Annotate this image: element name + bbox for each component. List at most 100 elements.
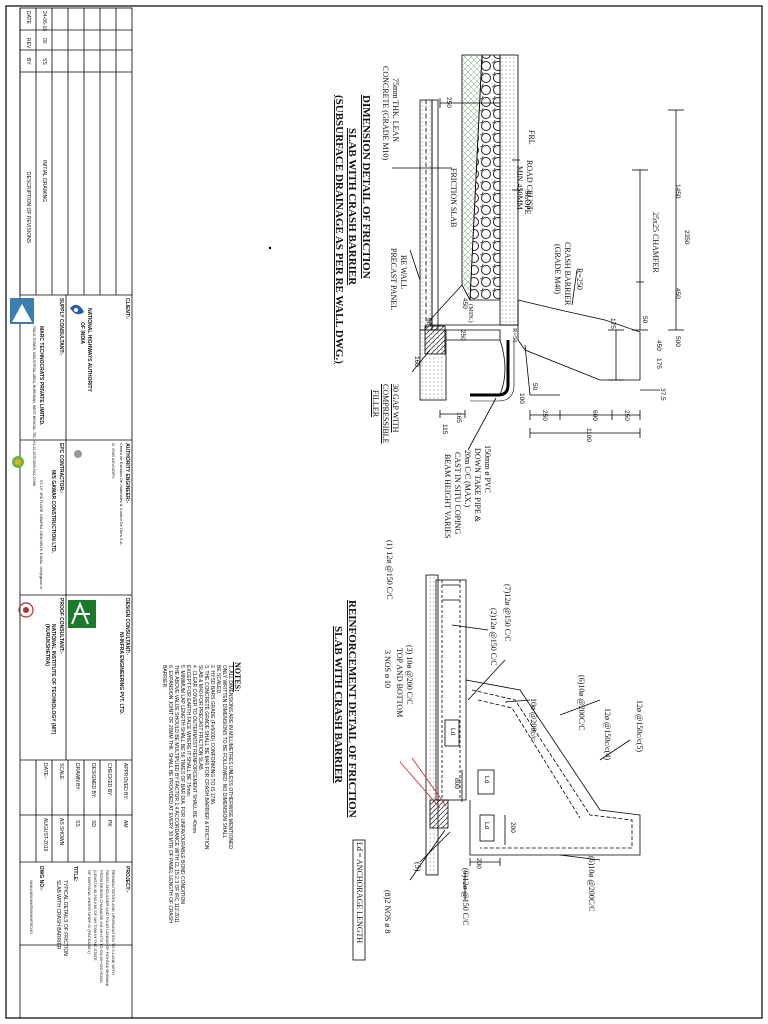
date-label: DATE:- bbox=[42, 763, 48, 780]
bar-7-label: (7)12ø @150 C/C bbox=[503, 584, 512, 642]
client-name-wrap: NATIONAL HIGHWAYS AUTHORITY bbox=[86, 308, 92, 392]
dimension-detail-drawing bbox=[392, 54, 684, 451]
supply-label-wrap: SUPPLY CONSULTANT:- bbox=[58, 298, 64, 355]
notes-block: NOTES: bbox=[233, 662, 242, 692]
epc-label-wrap: EPC CONTRACTOR:- bbox=[58, 443, 64, 493]
title-2-wrap: SLAB WITH CRASH BARRIER bbox=[55, 880, 61, 949]
supply-addr: ITALIA TOWER, INDUSTRIAL AREA, BURDWAN, … bbox=[32, 326, 36, 487]
bar-9-wrap: (9)12ø @150 C/C bbox=[461, 868, 470, 926]
nit-logo bbox=[18, 602, 34, 618]
dim-115-wrap: 115 bbox=[441, 424, 448, 435]
checked-label-wrap: CHECKED BY: bbox=[106, 763, 112, 797]
reinf-dim-200-b-wrap: 200 bbox=[475, 858, 482, 869]
dim-600-wrap: 600 bbox=[591, 410, 598, 421]
label-gap-1: 30 GAP WITH bbox=[391, 384, 400, 433]
note-line: 4. CLEAR COVER TO OUTERMOST REINFORCEMEN… bbox=[191, 665, 197, 834]
designed-val: SD bbox=[90, 820, 96, 827]
bar-5-label: 12ø @150c/c(5) bbox=[635, 700, 644, 753]
dim-100: 100 bbox=[518, 393, 525, 404]
drawn-val: SS bbox=[74, 820, 80, 827]
note-line: THE ABOVE VALUE SHOULD BE MULTIPLIED BY … bbox=[173, 665, 179, 923]
bar-5-wrap: 12ø @150c/c(5) bbox=[635, 700, 644, 752]
scale-label: SCALE: bbox=[58, 763, 64, 781]
approved-val-wrap: AM bbox=[122, 820, 128, 828]
rev-row-desc: INITIAL DRAWING bbox=[41, 160, 47, 203]
reinf-dim-800-wrap: 800 bbox=[453, 778, 460, 789]
proof-1-wrap: NATIONAL INSTITUTE OF TECHNOLOGY (NIT) bbox=[50, 624, 56, 734]
label-pipe-1-wrap: 150mm ø PVC bbox=[483, 445, 492, 493]
dim-1450-wrap: 1450 bbox=[674, 184, 681, 198]
supply-label: SUPPLY CONSULTANT:- bbox=[58, 298, 64, 356]
ld-box-2-wrap: Ld bbox=[483, 776, 490, 784]
dim-600: 600 bbox=[591, 410, 598, 421]
dim-115: 115 bbox=[441, 424, 448, 435]
dim-160-wrap: 160 bbox=[413, 356, 420, 367]
dwg-label: DWG NO:- bbox=[38, 866, 44, 891]
bar-7-wrap: (7)12ø @150 C/C bbox=[503, 584, 512, 642]
scale-val-wrap: AS SHOWN bbox=[58, 818, 64, 845]
approved-label: APPROVED BY: bbox=[122, 763, 128, 800]
proof-2: (KURUKSHETRA) bbox=[44, 624, 50, 666]
dim-165: 165 bbox=[455, 412, 462, 423]
label-lean-concrete-2-wrap: CONCRETE (GRADE M10) bbox=[381, 66, 390, 160]
bar-8-label: (8)2 NOS ø 8 bbox=[383, 890, 392, 934]
dim-250-top-wrap: 250 bbox=[445, 97, 452, 108]
checked-val: PK bbox=[106, 820, 112, 827]
note-line: 3. THE CONCRETE GRADE SHALL BE M40 FOR C… bbox=[203, 665, 209, 850]
ld-legend-wrap: Ld = ANCHORAGE LENGTH bbox=[355, 842, 364, 943]
label-pipe-5-wrap: BEAM HEIGHT VARIES bbox=[443, 454, 452, 538]
project-line-4: (LENGTH 49.250 KM) OF NH 709A IN THE STA… bbox=[93, 870, 98, 961]
label-lean-concrete-1-wrap: 75mm THK. LEAN bbox=[391, 78, 400, 142]
label-friction-slab: FRICTION SLAB bbox=[449, 168, 458, 228]
label-re-wall-1: RE WALL bbox=[399, 255, 408, 290]
dim-60-wrap: 60 bbox=[425, 318, 432, 325]
dim-175-b-wrap: 175 bbox=[655, 358, 662, 369]
epc-label: EPC CONTRACTOR:- bbox=[58, 443, 64, 494]
title-label-wrap: TITLE: bbox=[72, 866, 78, 882]
dim-175-a: 175 bbox=[609, 318, 616, 329]
rev-row-desc-wrap: INITIAL DRAWING bbox=[41, 160, 47, 202]
design-label: DESIGN CONSULTANT:- bbox=[124, 598, 130, 656]
label-gap-2: COMPRESSIBLE bbox=[381, 384, 390, 444]
dim-2350-wrap: 2350 bbox=[683, 230, 690, 244]
rev-header-date-wrap: DATE bbox=[25, 11, 31, 24]
note-line: 6. EXPANSION JOINT OF 20MM THK. SHALL BE… bbox=[167, 665, 173, 923]
label-r250: R=250 bbox=[575, 268, 584, 290]
project-2-wrap: PAVED SHOULDER AND FOUR LANING OF ROHTAK… bbox=[104, 870, 110, 986]
epc-name: M/S GAWAR CONSTRUCTION LTD. bbox=[50, 470, 56, 553]
label-frl-wrap: FRL bbox=[527, 130, 536, 145]
project-4-wrap: (LENGTH 49.250 KM) OF NH 709A IN THE STA… bbox=[92, 870, 98, 961]
supply-addr-wrap: ITALIA TOWER, INDUSTRIAL AREA, BURDWAN, … bbox=[31, 326, 37, 486]
checked-val-wrap: PK bbox=[106, 820, 112, 827]
dim-title-line2: SLAB WITH CRASH BARRIER bbox=[346, 128, 358, 286]
reinforcement-detail-drawing bbox=[352, 574, 641, 961]
dim-1100: 1100 bbox=[585, 428, 592, 442]
label-gap-3-wrap: FILLER bbox=[371, 390, 380, 417]
rev-row-by-wrap: SS bbox=[41, 58, 47, 65]
dim-title-line3-wrap: (SUBSURFACE DRAINAGE AS PER RE WALL DWG.… bbox=[333, 95, 345, 364]
project-line-1: REHABILITATION AND UPGRADATION TO 2-LANE… bbox=[111, 870, 116, 975]
rev-row-rev: 00 bbox=[41, 38, 47, 44]
scale-val: AS SHOWN bbox=[58, 818, 64, 846]
client-label: CLIENT:- bbox=[124, 298, 130, 319]
dim-450-slab-wrap: 450 bbox=[461, 298, 468, 309]
scale-label-wrap: SCALE: bbox=[58, 763, 64, 781]
bar-1-wrap: (1) 12ø @150 C/C bbox=[385, 540, 394, 600]
epc-addr: ST-1-F, 3RD FLOOR, DWARKA, NEW DELHI, E-… bbox=[39, 480, 43, 589]
dim-450-a: 450 bbox=[674, 288, 681, 299]
rev-row-rev-wrap: 00 bbox=[41, 38, 47, 44]
designed-val-wrap: SD bbox=[90, 820, 96, 827]
rev-row-by: SS bbox=[41, 58, 47, 65]
bar-4-label: 12ø @150c/c(4) bbox=[603, 708, 612, 761]
label-pipe-4-wrap: CAST IN SITU COPING bbox=[453, 452, 462, 534]
dim-50-a: 50 bbox=[641, 316, 648, 324]
bar-6-top-label: (6)10ø @200C/C bbox=[577, 675, 586, 731]
bar-5-ref-label: (5) bbox=[413, 862, 422, 872]
drawing-title-1: TYPICAL DETAILS OF FRICTION bbox=[62, 880, 68, 956]
bar-6-top-wrap: (6)10ø @200C/C bbox=[577, 675, 586, 731]
design-name: NI-INFRA ENGINEERING PVT. LTD. bbox=[118, 632, 124, 715]
dim-160: 160 bbox=[413, 356, 420, 367]
label-pipe-3: 20m C/C (MAX.) bbox=[463, 450, 472, 508]
ld-box-2: Ld bbox=[483, 776, 490, 784]
